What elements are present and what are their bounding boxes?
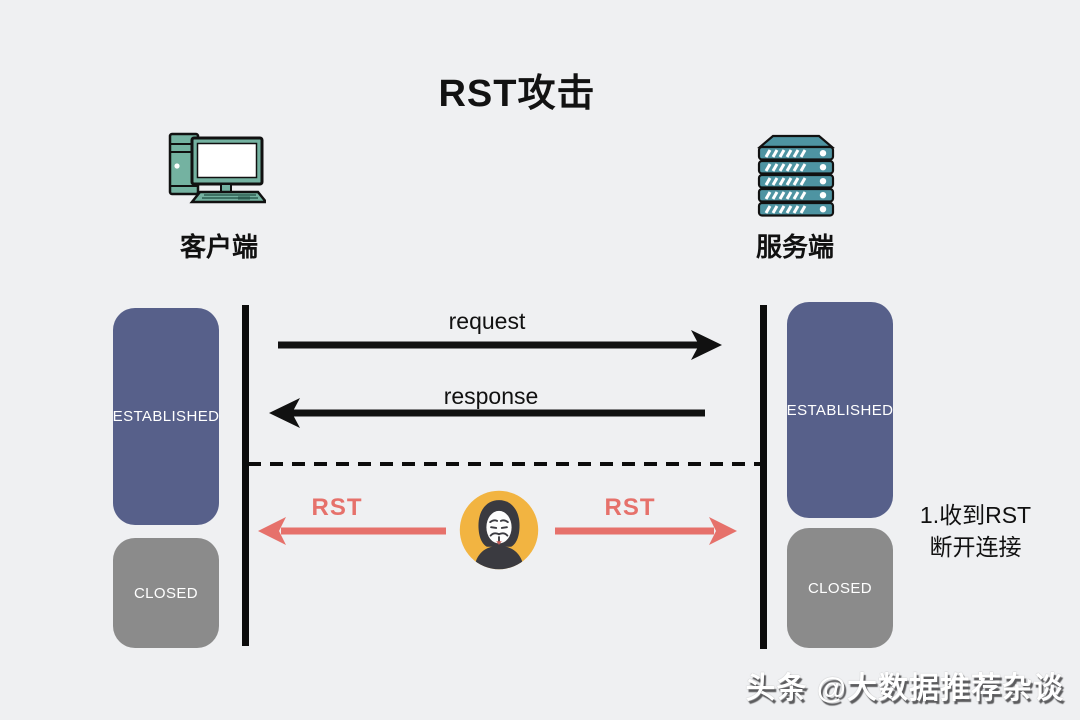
server-label: 服务端 <box>755 232 834 262</box>
server-established-label: ESTABLISHED <box>786 401 894 419</box>
response-arrow <box>269 398 705 428</box>
rst-annotation-line1: 1.收到RST <box>919 502 1032 528</box>
server-rack-icon <box>757 134 835 217</box>
server-closed-box: CLOSED <box>787 528 893 648</box>
hacker-icon <box>459 490 539 570</box>
rst-arrow-to-server <box>555 517 737 545</box>
rst-left-label: RST <box>311 494 363 521</box>
rst-annotation: 1.收到RST 断开连接 <box>903 499 1048 563</box>
watermark: 头条 @大数据推荐杂谈 <box>745 672 1064 705</box>
server-established-box: ESTABLISHED <box>787 302 893 518</box>
rst-right-label: RST <box>604 494 656 521</box>
client-closed-label: CLOSED <box>133 584 199 602</box>
rst-annotation-line2: 断开连接 <box>929 534 1022 560</box>
response-message-label: response <box>443 383 539 409</box>
client-established-box: ESTABLISHED <box>113 308 219 525</box>
server-closed-label: CLOSED <box>807 579 873 597</box>
client-established-label: ESTABLISHED <box>112 408 220 425</box>
diagram-title: RST攻击 <box>438 73 596 115</box>
client-computer-icon <box>168 132 266 204</box>
rst-arrow-to-client <box>258 517 446 545</box>
client-closed-box: CLOSED <box>113 538 219 648</box>
request-arrow <box>278 330 722 360</box>
request-message-label: request <box>448 308 526 334</box>
client-label: 客户端 <box>179 232 258 262</box>
